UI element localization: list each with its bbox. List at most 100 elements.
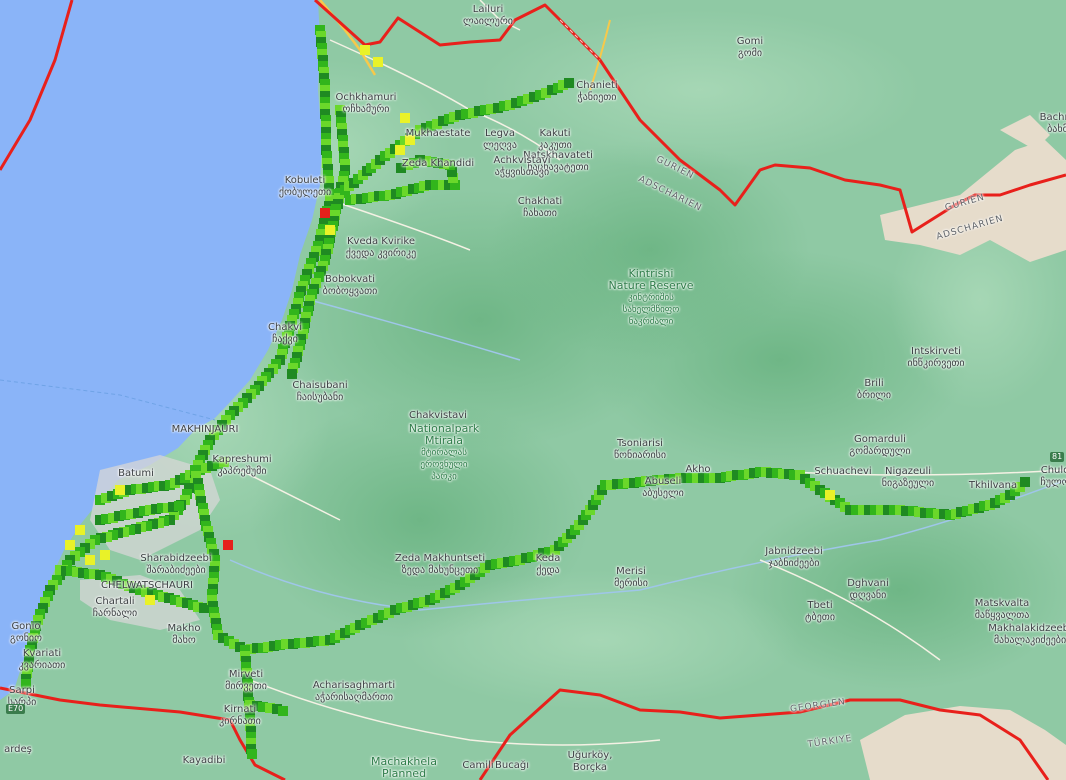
track-segment (102, 532, 112, 542)
place-label-camili[interactable]: Camili (462, 760, 493, 772)
track-segment (338, 176, 348, 186)
track-segment (142, 483, 152, 493)
place-label-makhinjauri[interactable]: MAKHINJAURI (172, 424, 239, 436)
place-label-ugurkoy[interactable]: Uğurköy,Borçka (568, 750, 613, 774)
track-segment (870, 505, 880, 515)
place-label-mukhaestate[interactable]: Mukhaestate (406, 128, 471, 140)
track-segment (204, 532, 214, 542)
track-segment (114, 511, 124, 521)
track-segment (447, 167, 457, 177)
track-segment (635, 477, 645, 487)
place-label-akho[interactable]: Akho (685, 464, 710, 476)
track-segment (623, 478, 633, 488)
track-segment (433, 158, 443, 168)
track-segment (293, 298, 303, 308)
place-name: Sarpi (9, 685, 35, 696)
place-name: Legva (485, 128, 515, 139)
place-label-ardes[interactable]: ardeş (4, 744, 32, 756)
track-segment (445, 160, 455, 170)
track-segment (101, 514, 111, 524)
track-segment (320, 208, 330, 218)
place-name-local: ჩარნალი (92, 608, 138, 619)
place-label-bachma[interactable]: Bachmaბახმა (1040, 112, 1066, 136)
road-badge-e70: E70 (6, 704, 26, 714)
track-segment (732, 470, 742, 480)
track-segment (335, 105, 345, 115)
place-label-bucagi[interactable]: Bucağı (495, 760, 529, 772)
track-segment (292, 352, 302, 362)
track-segment (789, 470, 799, 480)
track-segment (85, 555, 95, 565)
track-segment (527, 552, 537, 562)
place-label-tkhilvana[interactable]: Tkhilvana (969, 480, 1017, 492)
track-segment (408, 184, 418, 194)
place-label-chulo[interactable]: Chuloჩულო (1041, 465, 1066, 489)
place-label-chelwatschauri[interactable]: CHELWATSCHAURI (101, 580, 193, 592)
track-segment (136, 484, 146, 494)
place-label-kayadibi[interactable]: Kayadibi (183, 755, 226, 767)
track-segment (438, 180, 448, 190)
track-segment (263, 642, 273, 652)
place-label-zedakhandidi[interactable]: Zeda Khandidi (402, 158, 474, 170)
track-segment (448, 173, 458, 183)
track-segment (305, 295, 315, 305)
track-segment (755, 467, 765, 477)
place-label-chakvistavi[interactable]: Chakvistavi (409, 410, 467, 422)
track-segment (272, 704, 282, 714)
place-name: Kapreshumi (212, 454, 272, 465)
place-label-schuachevi[interactable]: Schuachevi (814, 466, 871, 478)
track-segment (895, 505, 905, 515)
track-segment (336, 117, 346, 127)
track-segment (515, 555, 525, 565)
place-label-batumi[interactable]: Batumi (118, 468, 154, 480)
place-name: CHELWATSCHAURI (101, 580, 193, 591)
track-segment (223, 540, 233, 550)
track-segment (299, 323, 309, 333)
track-segment (198, 503, 208, 513)
track-segment (334, 193, 344, 203)
track-segment (324, 238, 334, 248)
